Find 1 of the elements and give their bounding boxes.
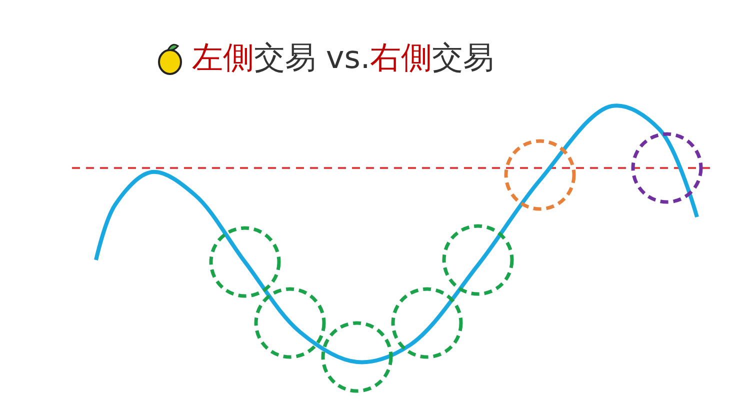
title: 左側交易 vs.右側交易 [192,40,494,78]
